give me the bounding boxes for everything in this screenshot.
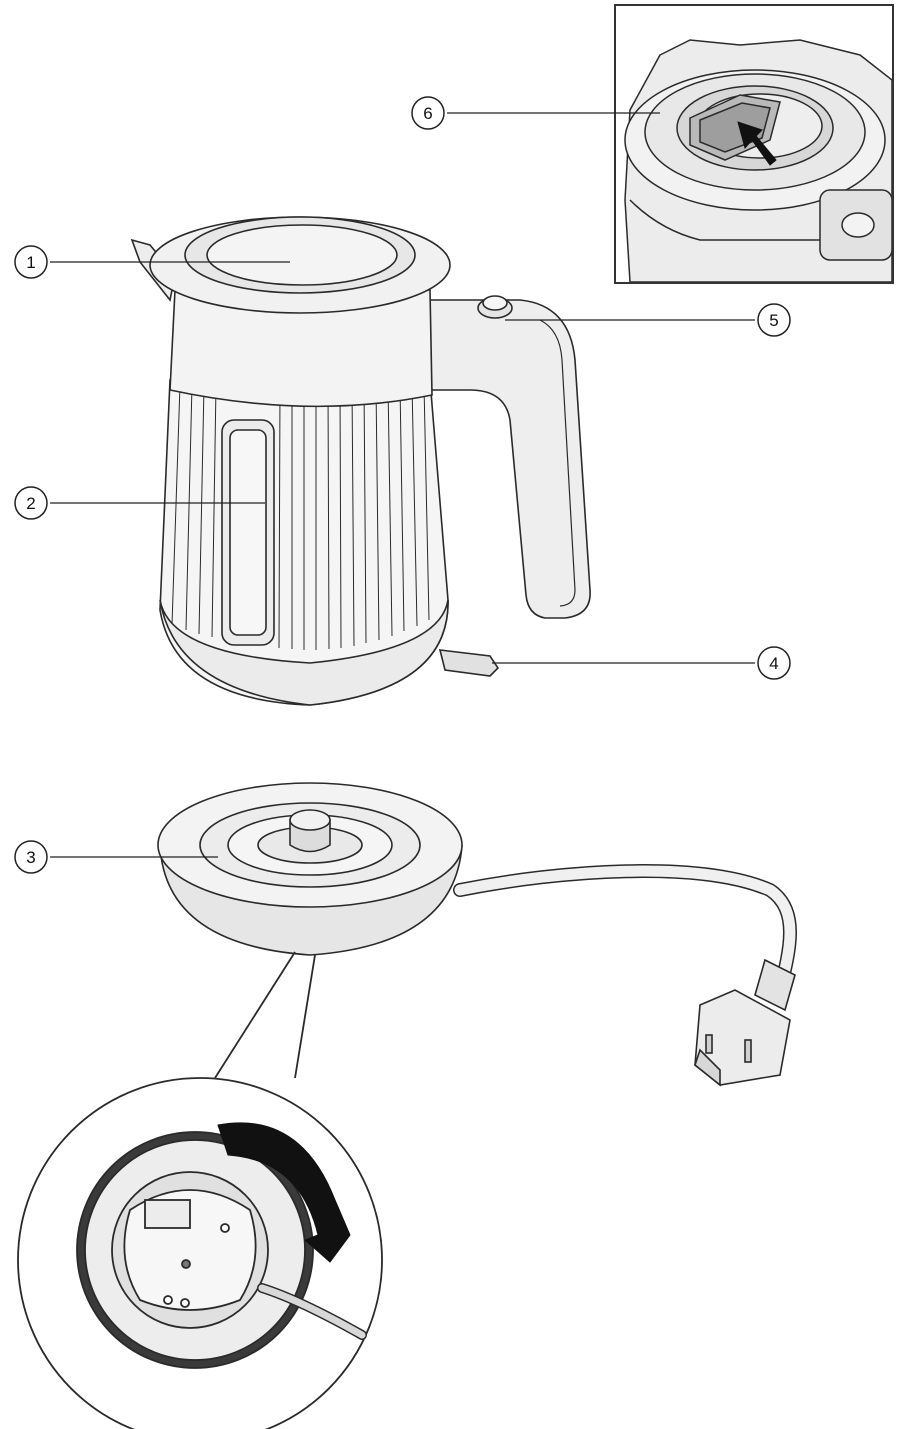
plug xyxy=(694,958,796,1087)
callout-5: 5 xyxy=(757,303,791,337)
svg-text:5: 5 xyxy=(769,311,778,330)
lid-release-tab xyxy=(438,649,500,677)
svg-text:1: 1 xyxy=(26,253,35,272)
callout-4: 4 xyxy=(757,646,791,680)
callout-3: 3 xyxy=(14,840,48,874)
rotate-arrow-icon xyxy=(217,1122,351,1263)
filter-arrow-icon xyxy=(737,121,777,166)
power-cord xyxy=(453,864,797,997)
callout-lines xyxy=(50,112,755,858)
callout-6: 6 xyxy=(411,96,445,130)
kettle-lid xyxy=(206,224,398,286)
svg-text:4: 4 xyxy=(769,654,778,673)
svg-text:2: 2 xyxy=(26,494,35,513)
kettle-ribs xyxy=(171,384,430,650)
filter-inset xyxy=(614,4,894,284)
callout-2: 2 xyxy=(14,486,48,520)
power-base xyxy=(157,782,463,956)
svg-text:6: 6 xyxy=(423,104,432,123)
kettle xyxy=(130,216,591,706)
callout-1: 1 xyxy=(14,245,48,279)
svg-text:3: 3 xyxy=(26,848,35,867)
kettle-handle xyxy=(429,299,591,619)
